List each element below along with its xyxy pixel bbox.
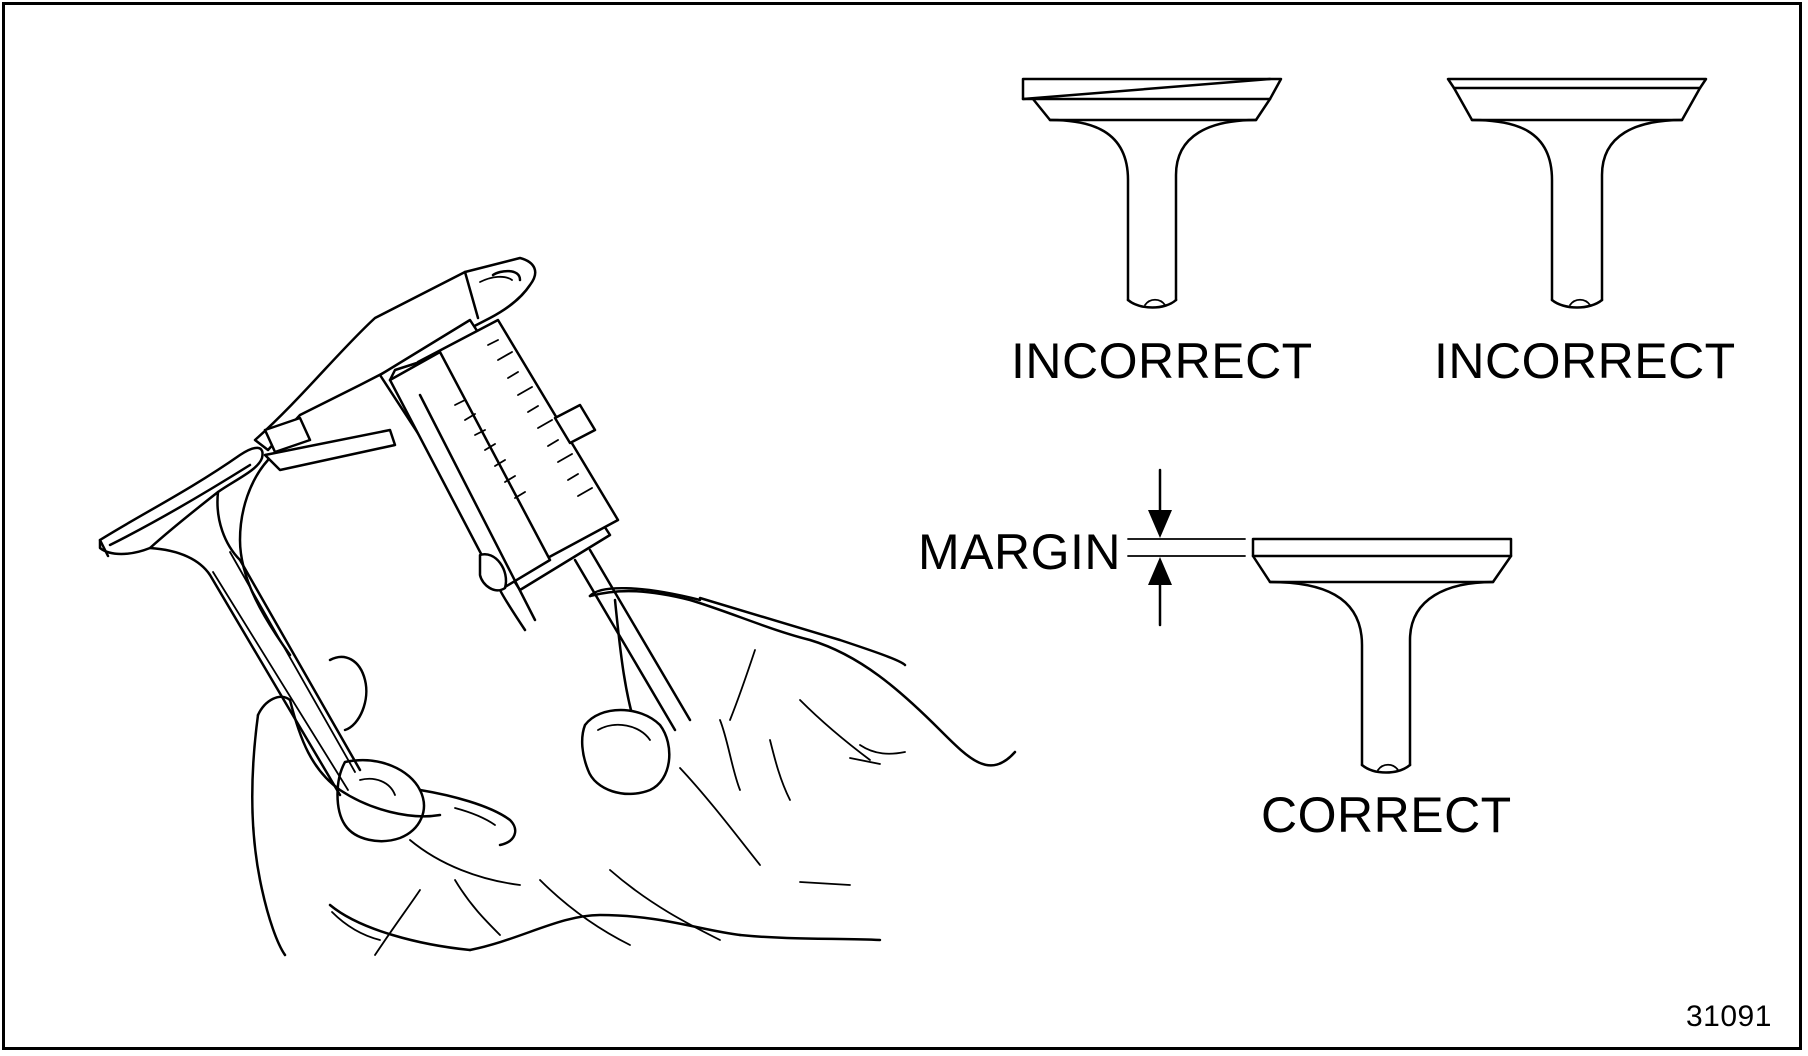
label-incorrect-left: INCORRECT — [1011, 333, 1313, 389]
figure-number: 31091 — [1686, 1000, 1772, 1033]
label-correct: CORRECT — [1261, 787, 1512, 843]
vernier-caliper — [238, 256, 692, 796]
valve-correct — [1251, 537, 1513, 774]
valve-being-measured — [98, 446, 362, 797]
left-hand — [250, 655, 882, 957]
valve-incorrect-no-margin — [1446, 77, 1708, 309]
label-margin: MARGIN — [918, 524, 1121, 580]
caliper-measurement-illustration — [98, 256, 1017, 957]
margin-dimension-icon — [1127, 468, 1246, 627]
valve-incorrect-tapered — [1021, 77, 1283, 309]
label-incorrect-right: INCORRECT — [1434, 333, 1736, 389]
